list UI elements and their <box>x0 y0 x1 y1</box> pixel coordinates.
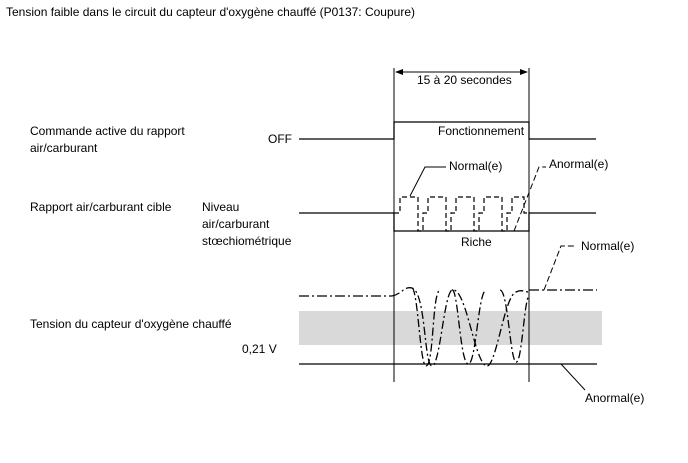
command-signal-line <box>299 121 596 140</box>
rich-label: Riche <box>461 235 492 249</box>
duration-arrow-left-head <box>395 69 403 75</box>
stoichiometric-level-line3: stœchiométrique <box>202 234 292 248</box>
duration-label: 15 à 20 secondes <box>417 73 512 87</box>
stoichiometric-level-line2: air/carburant <box>202 217 270 231</box>
command-row-label-line1: Commande active du rapport <box>30 124 185 138</box>
page-title: Tension faible dans le circuit du capteu… <box>6 5 415 19</box>
sensor-normal-label: Normal(e) <box>581 239 635 253</box>
sensor-row-label: Tension du capteur d'oxygène chauffé <box>30 317 232 331</box>
stoichiometric-level-line1: Niveau <box>202 200 240 214</box>
target-ratio-abnormal-square-wave <box>394 196 529 232</box>
target-ratio-normal-line <box>299 212 596 232</box>
sensor-abnormal-leader <box>560 363 586 391</box>
sensor-normal-leader <box>543 245 575 291</box>
voltage-threshold-label: 0,21 V <box>242 342 277 356</box>
voltage-threshold-band <box>299 311 602 345</box>
target-abnormal-label: Anormal(e) <box>549 157 609 171</box>
target-normal-label: Normal(e) <box>449 159 503 173</box>
target-abnormal-leader <box>513 166 546 232</box>
target-row-label: Rapport air/carburant cible <box>30 200 172 214</box>
command-on-label: Fonctionnement <box>438 124 525 138</box>
target-normal-leader <box>409 166 446 197</box>
duration-arrow-right-head <box>520 69 528 75</box>
command-off-label: OFF <box>268 132 292 146</box>
command-row-label-line2: air/carburant <box>30 141 98 155</box>
sensor-abnormal-label: Anormal(e) <box>585 391 645 405</box>
